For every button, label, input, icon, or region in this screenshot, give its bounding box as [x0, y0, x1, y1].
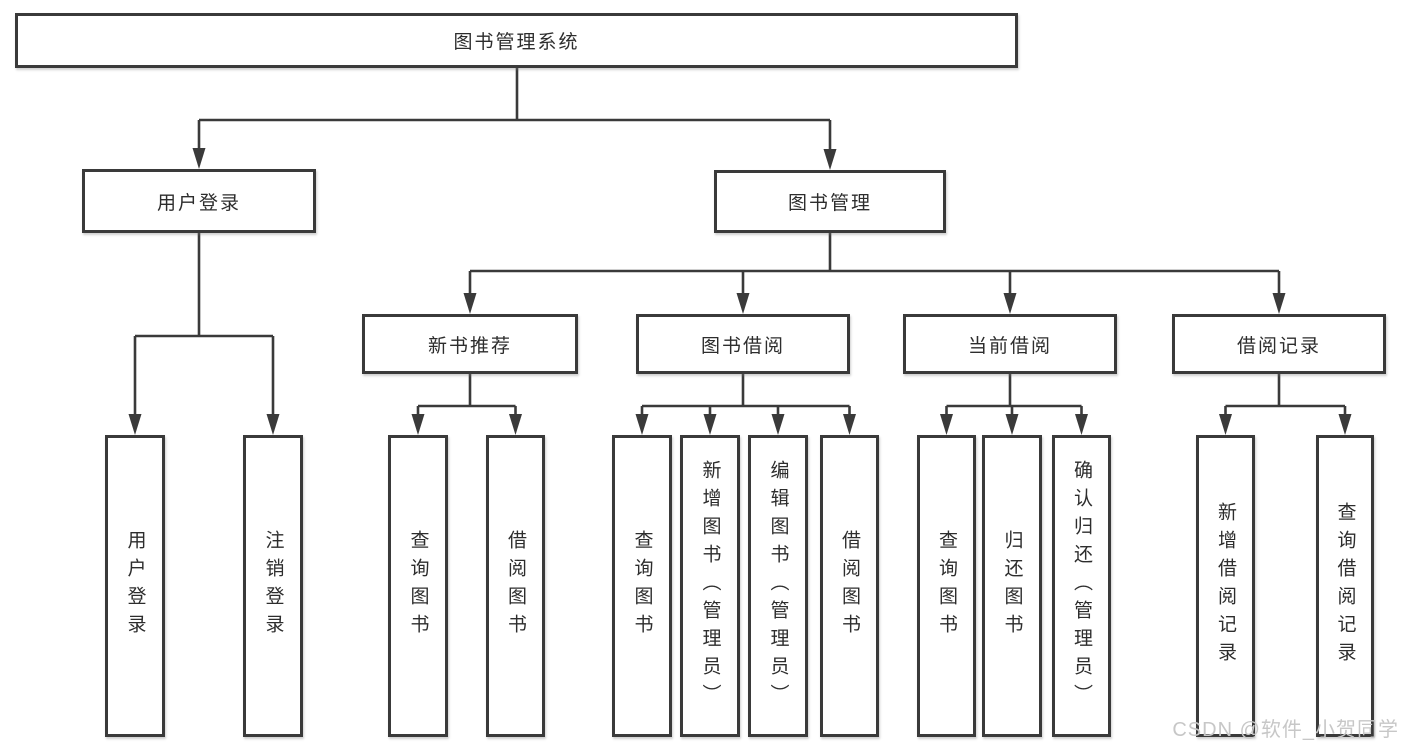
leaf-borrow-books-label: 借阅图书	[839, 530, 860, 642]
leaf-add-books-admin-label: 新增图书（管理员）	[699, 460, 721, 712]
leaf-logout: 注销登录	[243, 435, 303, 737]
leaf-borrow-books: 借阅图书	[820, 435, 879, 737]
arrowhead-icon	[1003, 293, 1017, 314]
leaf-edit-books-admin: 编辑图书（管理员）	[748, 435, 808, 737]
arrowhead-icon	[509, 414, 522, 435]
arrowhead-icon	[1219, 414, 1232, 435]
arrowhead-icon	[843, 414, 856, 435]
arrowhead-icon	[771, 414, 785, 435]
leaf-user-login: 用户登录	[105, 435, 165, 737]
node-book-borrow: 图书借阅	[636, 314, 850, 374]
leaf-user-login-label: 用户登录	[124, 530, 146, 642]
arrowhead-icon	[192, 148, 206, 169]
arrowhead-icon	[635, 414, 649, 435]
arrowhead-icon	[703, 414, 717, 435]
leaf-logout-label: 注销登录	[262, 530, 284, 642]
leaf-return-books-label: 归还图书	[1001, 530, 1023, 642]
csdn-watermark: CSDN @软件_小贺同学	[1172, 719, 1399, 741]
node-borrow-records: 借阅记录	[1172, 314, 1386, 374]
leaf-query-books-current-label: 查询图书	[936, 530, 957, 642]
arrowhead-icon	[823, 149, 837, 170]
arrowhead-icon	[1272, 293, 1286, 314]
arrowhead-icon	[940, 414, 953, 435]
arrowhead-icon	[736, 293, 750, 314]
leaf-borrow-books-recommend-label: 借阅图书	[505, 530, 526, 642]
leaf-confirm-return-admin-label: 确认归还（管理员）	[1071, 460, 1092, 712]
leaf-query-borrow-record-label: 查询借阅记录	[1334, 502, 1356, 670]
arrowhead-icon	[463, 293, 477, 314]
leaf-query-books-borrow: 查询图书	[612, 435, 672, 737]
leaf-add-borrow-record: 新增借阅记录	[1196, 435, 1255, 737]
node-book-management: 图书管理	[714, 170, 946, 233]
leaf-query-borrow-record: 查询借阅记录	[1316, 435, 1374, 737]
node-new-book-recommend: 新书推荐	[362, 314, 578, 374]
arrowhead-icon	[1338, 414, 1352, 435]
node-root: 图书管理系统	[15, 13, 1018, 68]
leaf-add-books-admin: 新增图书（管理员）	[680, 435, 740, 737]
leaf-query-books-recommend: 查询图书	[388, 435, 448, 737]
arrowhead-icon	[1075, 414, 1088, 435]
leaf-query-books-recommend-label: 查询图书	[407, 530, 429, 642]
leaf-borrow-books-recommend: 借阅图书	[486, 435, 545, 737]
leaf-add-borrow-record-label: 新增借阅记录	[1215, 502, 1236, 670]
node-current-borrow: 当前借阅	[903, 314, 1117, 374]
leaf-return-books: 归还图书	[982, 435, 1042, 737]
arrowhead-icon	[128, 414, 142, 435]
leaf-query-books-current: 查询图书	[917, 435, 976, 737]
arrowhead-icon	[266, 414, 280, 435]
node-user-login: 用户登录	[82, 169, 316, 233]
arrowhead-icon	[411, 414, 425, 435]
leaf-edit-books-admin-label: 编辑图书（管理员）	[767, 460, 789, 712]
arrowhead-icon	[1005, 414, 1019, 435]
leaf-query-books-borrow-label: 查询图书	[631, 530, 653, 642]
leaf-confirm-return-admin: 确认归还（管理员）	[1052, 435, 1111, 737]
